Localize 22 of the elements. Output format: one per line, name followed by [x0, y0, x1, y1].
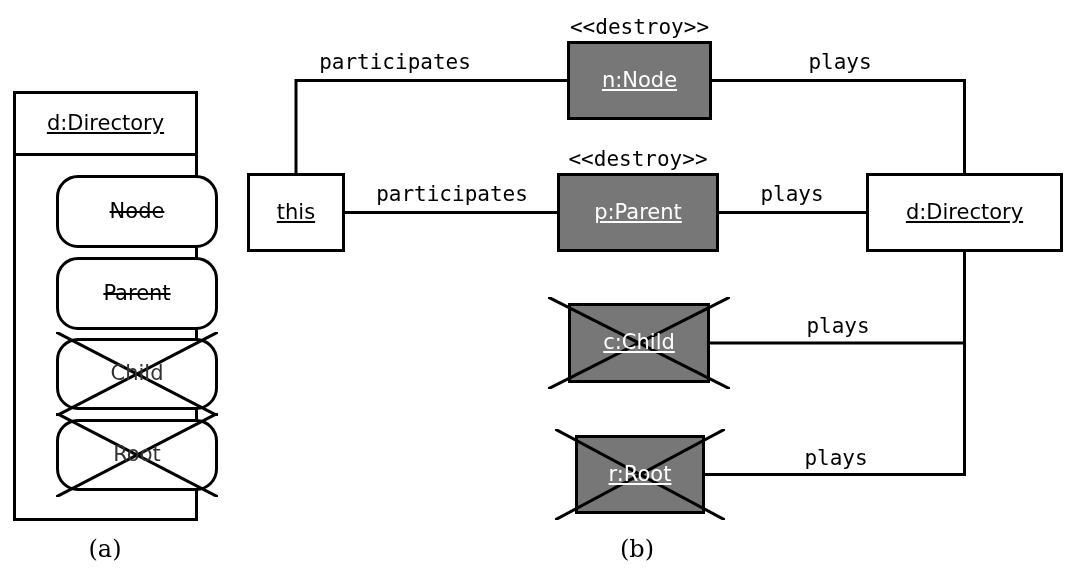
- object-name: d:Directory: [905, 198, 1024, 226]
- panel-label: (b): [619, 534, 655, 565]
- object-box: [247, 173, 345, 252]
- connector-line: [719, 211, 866, 214]
- connector-line: [345, 211, 557, 214]
- connector-line: [294, 79, 567, 173]
- role-name: Parent: [103, 279, 171, 307]
- object-box: [866, 173, 1063, 252]
- role-box: [56, 175, 218, 248]
- object-box: [575, 435, 705, 514]
- stereotype-label: <<destroy>>: [569, 13, 710, 41]
- object-box: [568, 303, 710, 383]
- object-name: n:Node: [601, 66, 678, 94]
- object-name: this: [276, 198, 316, 226]
- connector-line: [712, 79, 966, 173]
- connector-line: [705, 252, 966, 476]
- role-name: Node: [109, 197, 165, 225]
- object-name: p:Parent: [594, 198, 682, 226]
- container-heading: d:Directory: [46, 109, 165, 137]
- role-box: [56, 257, 218, 330]
- stereotype-label: <<destroy>>: [568, 145, 708, 173]
- panel-label: (a): [88, 534, 122, 565]
